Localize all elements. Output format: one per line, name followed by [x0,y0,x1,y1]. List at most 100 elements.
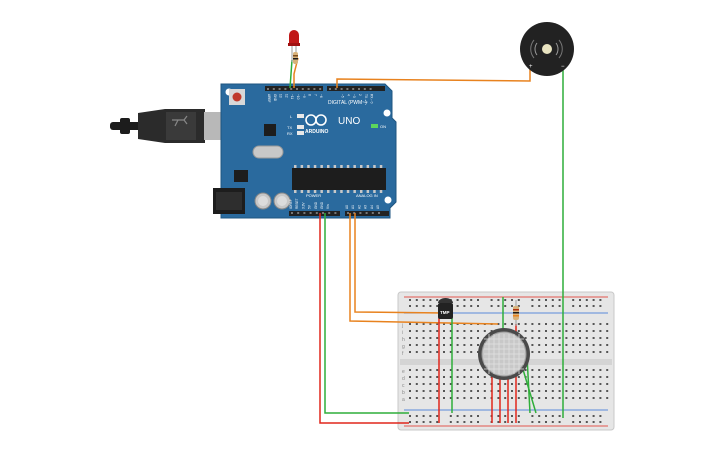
breadboard-hole[interactable] [572,397,575,399]
rail-hole[interactable] [558,299,561,301]
rail-hole[interactable] [599,299,602,301]
breadboard-hole[interactable] [558,323,561,325]
rail-hole[interactable] [558,305,561,307]
rail-hole[interactable] [517,305,520,307]
rail-hole[interactable] [429,305,432,307]
breadboard-hole[interactable] [511,390,513,392]
header-pin[interactable] [297,212,300,214]
breadboard-hole[interactable] [579,344,581,346]
breadboard-hole[interactable] [422,344,425,346]
breadboard-hole[interactable] [409,369,411,371]
breadboard-hole[interactable] [551,397,554,399]
gas-sensor[interactable] [478,328,530,380]
breadboard-hole[interactable] [422,351,425,353]
breadboard-hole[interactable] [531,390,534,392]
header-pin[interactable] [352,88,355,90]
breadboard-hole[interactable] [449,344,452,346]
rail-hole[interactable] [497,421,500,423]
breadboard-hole[interactable] [606,323,609,325]
rail-hole[interactable] [409,415,411,417]
rail-hole[interactable] [477,415,479,417]
breadboard-hole[interactable] [517,330,520,332]
breadboard-hole[interactable] [599,344,602,346]
breadboard-hole[interactable] [477,376,479,378]
breadboard-hole[interactable] [558,369,561,371]
breadboard-hole[interactable] [436,369,439,371]
breadboard-hole[interactable] [517,376,520,378]
rail-hole[interactable] [470,415,473,417]
rail-hole[interactable] [463,305,466,307]
rail-hole[interactable] [531,415,534,417]
breadboard-hole[interactable] [606,390,609,392]
rail-hole[interactable] [579,305,581,307]
breadboard-hole[interactable] [551,369,554,371]
breadboard-hole[interactable] [572,344,575,346]
breadboard-hole[interactable] [456,369,459,371]
breadboard-hole[interactable] [524,330,527,332]
breadboard-hole[interactable] [538,344,541,346]
header-pin[interactable] [353,212,356,214]
breadboard-hole[interactable] [436,337,439,339]
breadboard-hole[interactable] [415,351,418,353]
breadboard-hole[interactable] [422,330,425,332]
breadboard-hole[interactable] [592,337,595,339]
breadboard-hole[interactable] [599,323,602,325]
rail-hole[interactable] [517,421,520,423]
rail-hole[interactable] [592,421,595,423]
breadboard-hole[interactable] [551,337,554,339]
breadboard-hole[interactable] [538,351,541,353]
rail-hole[interactable] [470,421,473,423]
breadboard-hole[interactable] [443,344,445,346]
breadboard-hole[interactable] [422,323,425,325]
rail-hole[interactable] [449,421,452,423]
breadboard-hole[interactable] [470,369,473,371]
breadboard-hole[interactable] [517,390,520,392]
breadboard-hole[interactable] [470,397,473,399]
breadboard-hole[interactable] [545,337,547,339]
rail-hole[interactable] [422,305,425,307]
rail-hole[interactable] [504,299,507,301]
breadboard-hole[interactable] [456,323,459,325]
rail-hole[interactable] [477,305,479,307]
breadboard-hole[interactable] [572,330,575,332]
breadboard-hole[interactable] [429,376,432,378]
rail-hole[interactable] [585,415,588,417]
rail-hole[interactable] [592,415,595,417]
breadboard-hole[interactable] [449,351,452,353]
breadboard-hole[interactable] [558,337,561,339]
breadboard-hole[interactable] [456,344,459,346]
rail-hole[interactable] [511,305,513,307]
breadboard-hole[interactable] [436,390,439,392]
breadboard-hole[interactable] [579,351,581,353]
breadboard-hole[interactable] [531,323,534,325]
rail-hole[interactable] [579,421,581,423]
breadboard-hole[interactable] [599,376,602,378]
breadboard-hole[interactable] [579,369,581,371]
breadboard-hole[interactable] [409,390,411,392]
rail-hole[interactable] [551,299,554,301]
breadboard-hole[interactable] [504,323,507,325]
breadboard-hole[interactable] [429,351,432,353]
breadboard-hole[interactable] [504,383,507,385]
rail-hole[interactable] [456,421,459,423]
breadboard-hole[interactable] [415,337,418,339]
header-pin[interactable] [315,212,318,214]
rail-hole[interactable] [463,415,466,417]
rail-hole[interactable] [422,421,425,423]
breadboard-hole[interactable] [531,369,534,371]
breadboard-hole[interactable] [585,337,588,339]
breadboard-hole[interactable] [565,344,568,346]
breadboard-hole[interactable] [545,351,547,353]
rail-hole[interactable] [415,421,418,423]
breadboard-hole[interactable] [565,337,568,339]
breadboard-hole[interactable] [463,376,466,378]
rail-hole[interactable] [497,415,500,417]
breadboard-hole[interactable] [531,383,534,385]
breadboard-hole[interactable] [592,397,595,399]
breadboard-hole[interactable] [483,383,486,385]
breadboard-hole[interactable] [585,330,588,332]
rail-hole[interactable] [490,305,493,307]
header-pin[interactable] [334,212,337,214]
rail-hole[interactable] [456,305,459,307]
breadboard-hole[interactable] [538,390,541,392]
